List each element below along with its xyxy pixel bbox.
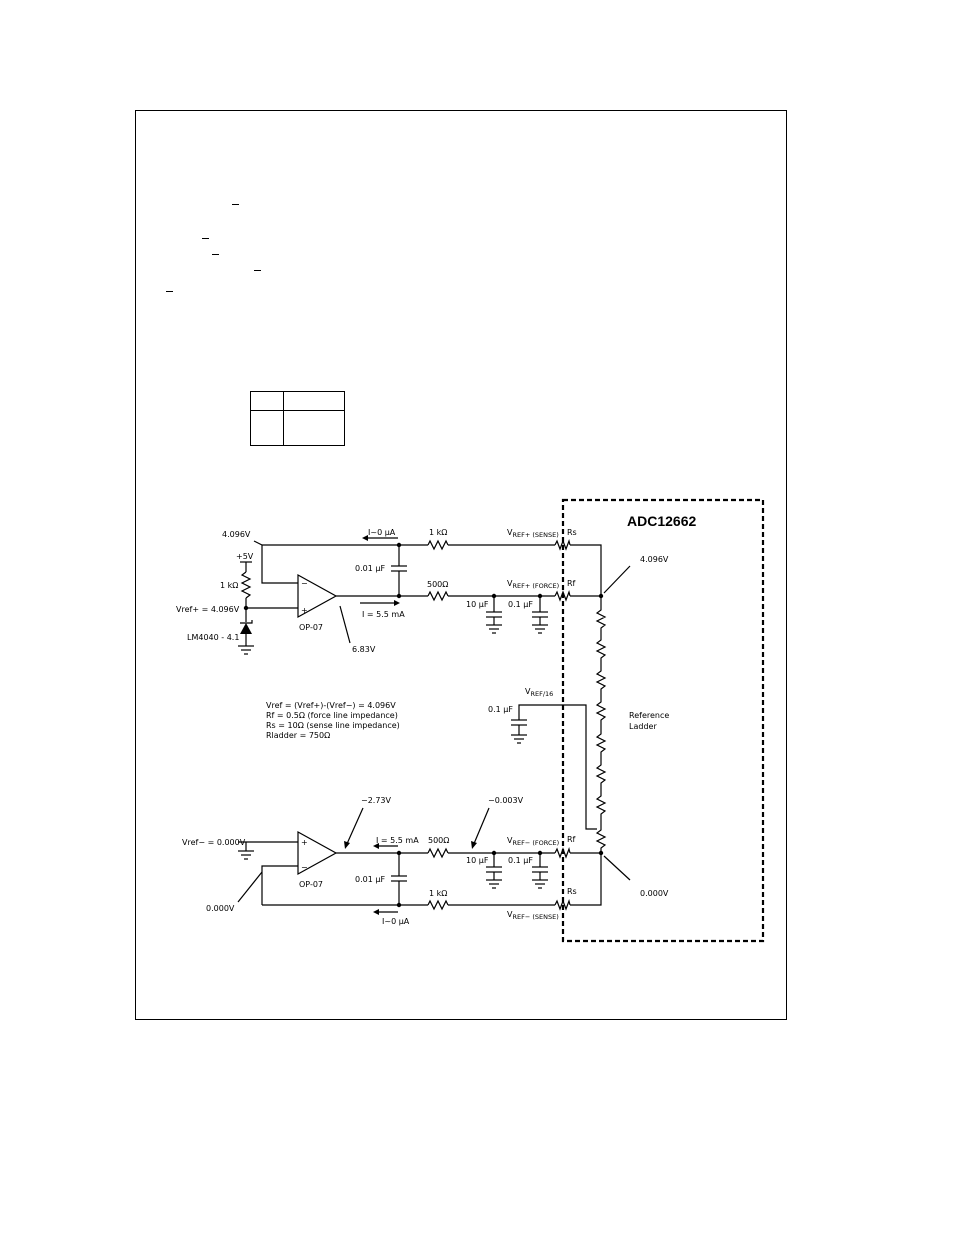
bottom-rf-resistor bbox=[554, 846, 571, 859]
ladder-top-voltage: 4.096V bbox=[640, 555, 669, 564]
top-10uf-label: 10 μF bbox=[466, 600, 489, 609]
reference-diode-symbol bbox=[240, 623, 252, 634]
bottom-rf-label: Rf bbox=[567, 835, 576, 844]
overline-mark bbox=[212, 254, 219, 255]
overline-mark bbox=[202, 238, 209, 239]
top-opamp-symbol bbox=[297, 573, 338, 619]
reference-diode-label: LM4040 - 4.1 bbox=[187, 633, 239, 642]
bottom-wires bbox=[238, 841, 602, 906]
note-line-1: Vref = (Vref+)-(Vref−) = 4.096V bbox=[266, 701, 396, 710]
bottom-node-voltage: 0.000V bbox=[206, 904, 235, 913]
bottom-opamp-plus: + bbox=[301, 838, 308, 847]
bottom-opamp-symbol bbox=[297, 830, 338, 876]
table-column-divider bbox=[283, 392, 284, 445]
chip-outline bbox=[561, 498, 765, 943]
note-line-4: Rladder = 750Ω bbox=[266, 731, 330, 740]
overline-mark bbox=[166, 291, 173, 292]
top-rf-resistor bbox=[554, 589, 571, 602]
empty-table bbox=[250, 391, 345, 446]
bottom-force-current: I = 5.5 mA bbox=[376, 836, 419, 845]
top-rf-label: Rf bbox=[567, 579, 576, 588]
top-opamp-plus: + bbox=[301, 606, 308, 615]
bottom-sense-resistor bbox=[427, 899, 449, 911]
ladder-label-line1: Reference bbox=[629, 711, 669, 720]
bottom-opamp-minus: − bbox=[301, 863, 308, 872]
ladder-bottom-voltage: 0.000V bbox=[640, 889, 669, 898]
top-opamp-label: OP-07 bbox=[299, 623, 323, 632]
bottom-rs-label: Rs bbox=[567, 887, 577, 896]
bottom-sense-current: I~0 μA bbox=[382, 917, 410, 926]
top-node-voltage: 4.096V bbox=[222, 530, 251, 539]
top-rs-resistor bbox=[554, 538, 571, 551]
chip-name: ADC12662 bbox=[627, 513, 696, 529]
overline-mark bbox=[254, 270, 261, 271]
reference-ladder bbox=[595, 596, 607, 853]
table-row-divider bbox=[251, 410, 344, 411]
top-wires bbox=[238, 544, 602, 655]
supply-label: +5V bbox=[236, 552, 254, 561]
vref-plus-label: Vref+ = 4.096V bbox=[176, 605, 240, 614]
bottom-feedback-cap-label: 0.01 μF bbox=[355, 875, 385, 884]
vref16-pin: VREF/16 bbox=[525, 687, 553, 698]
vref-plus-force-pin: VREF+ (FORCE) bbox=[507, 579, 559, 590]
top-rs-label: Rs bbox=[567, 528, 577, 537]
page-frame bbox=[135, 110, 787, 1020]
vref16-cap-label: 0.1 μF bbox=[488, 705, 513, 714]
bottom-01uf-label: 0.1 μF bbox=[508, 856, 533, 865]
top-01uf-label: 0.1 μF bbox=[508, 600, 533, 609]
note-line-2: Rf = 0.5Ω (force line impedance) bbox=[266, 711, 398, 720]
top-force-resistor-label: 500Ω bbox=[427, 580, 448, 589]
bottom-opamp-label: OP-07 bbox=[299, 880, 323, 889]
top-sense-current: I~0 μA bbox=[368, 528, 396, 537]
top-bias-resistor bbox=[240, 571, 252, 599]
top-feedback-cap-label: 0.01 μF bbox=[355, 564, 385, 573]
bottom-force-line-voltage: −0.003V bbox=[488, 796, 524, 805]
ladder-label-line2: Ladder bbox=[629, 722, 657, 731]
bottom-10uf-label: 10 μF bbox=[466, 856, 489, 865]
note-line-3: Rs = 10Ω (sense line impedance) bbox=[266, 721, 400, 730]
top-sense-resistor bbox=[427, 539, 449, 551]
top-opamp-minus: − bbox=[301, 579, 308, 588]
bottom-force-resistor bbox=[427, 847, 449, 859]
vref-plus-sense-pin: VREF+ (SENSE) bbox=[507, 528, 559, 539]
bottom-force-resistor-label: 500Ω bbox=[428, 836, 449, 845]
vref-minus-sense-pin: VREF− (SENSE) bbox=[507, 910, 559, 921]
bottom-sense-resistor-label: 1 kΩ bbox=[429, 889, 447, 898]
top-force-current: I = 5.5 mA bbox=[362, 610, 405, 619]
top-sense-resistor-label: 1 kΩ bbox=[429, 528, 447, 537]
top-opamp-output-voltage: 6.83V bbox=[352, 645, 376, 654]
bottom-rs-resistor bbox=[554, 898, 571, 911]
vref-minus-label: Vref− = 0.000V bbox=[182, 838, 246, 847]
bottom-opamp-output-voltage: −2.73V bbox=[361, 796, 392, 805]
overline-mark bbox=[232, 204, 239, 205]
vref-minus-force-pin: VREF− (FORCE) bbox=[507, 836, 559, 847]
bias-resistor-label: 1 kΩ bbox=[220, 581, 238, 590]
top-force-resistor bbox=[427, 590, 449, 602]
